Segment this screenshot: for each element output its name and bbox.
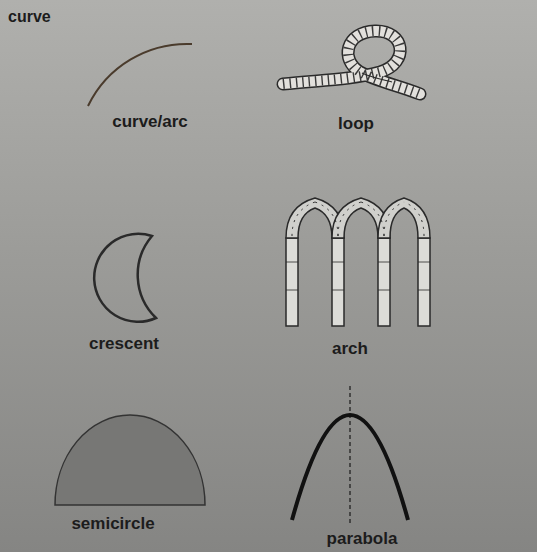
shape-label: curve/arc <box>112 112 188 132</box>
page-heading: curve <box>8 8 51 26</box>
rope-loop-figure <box>283 31 420 94</box>
shape-label: loop <box>338 114 374 134</box>
parabola-figure <box>292 386 408 524</box>
shape-label: parabola <box>327 529 398 549</box>
shape-label: crescent <box>89 334 159 354</box>
arch-figure <box>284 198 432 326</box>
shape-label: arch <box>332 339 368 359</box>
semicircle-figure <box>55 415 205 505</box>
crescent-figure <box>94 234 156 322</box>
arc-figure <box>88 44 192 106</box>
shape-label: semicircle <box>71 514 154 534</box>
